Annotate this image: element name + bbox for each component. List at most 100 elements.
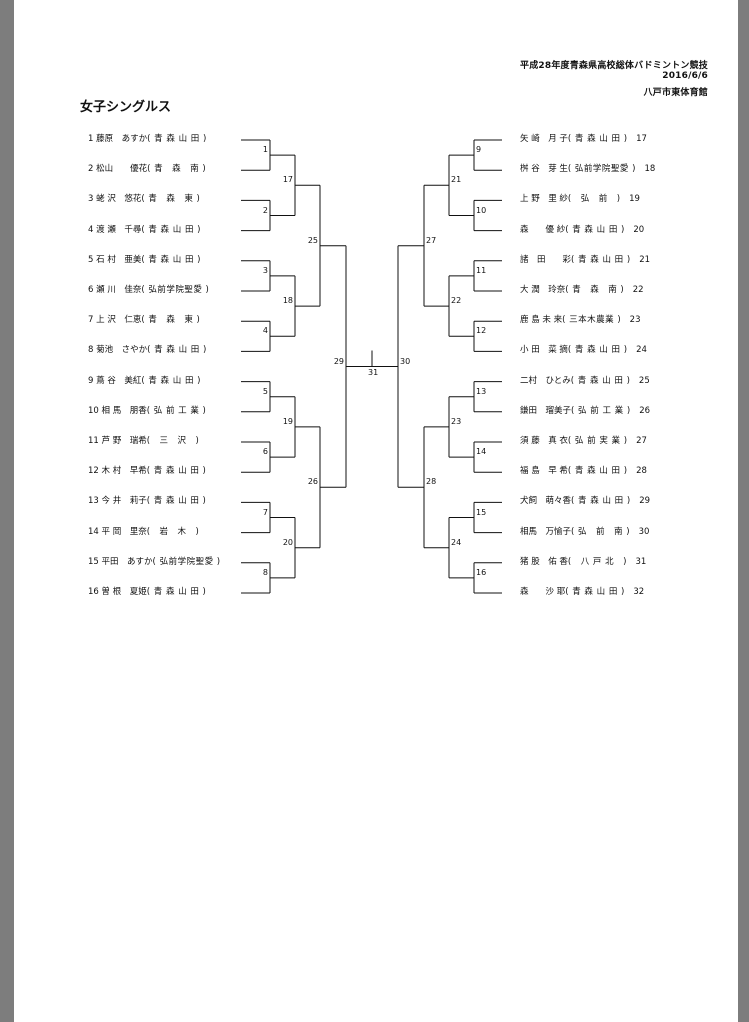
player-school: ( 青 森 山 田 )	[147, 345, 207, 356]
match-number: 27	[426, 235, 437, 245]
match-number: 2	[262, 205, 268, 215]
match-number: 6	[262, 447, 268, 457]
player-name: 小 田 菜 摘	[520, 345, 568, 356]
player-school: ( 弘 前 工 業 )	[571, 405, 631, 416]
match-number: 3	[262, 265, 268, 275]
player-seed: 12	[88, 466, 99, 477]
player-school: ( 青 森 東 )	[141, 194, 201, 205]
player-seed: 22	[632, 285, 644, 295]
player-name: 菊池 さやか	[96, 345, 148, 356]
player-left-9: 9 蔦 谷 美紅( 青 森 山 田 )	[88, 376, 201, 387]
player-name: 松山 優花	[96, 164, 148, 175]
player-school: ( 弘 前 )	[567, 194, 621, 205]
match-number: 23	[451, 416, 462, 426]
player-seed: 17	[636, 134, 647, 144]
player-seed: 1	[88, 134, 94, 144]
player-right-9: 二村 ひとみ( 青 森 山 田 ) 25	[520, 376, 650, 387]
player-school: ( 弘 前 南 )	[571, 526, 631, 537]
match-number: 15	[476, 507, 487, 517]
player-seed: 9	[88, 375, 94, 386]
match-number: 18	[282, 296, 293, 306]
player-seed: 15	[88, 556, 99, 567]
player-left-11: 11 芦 野 瑞希( 三 沢 )	[88, 436, 199, 447]
player-school: ( 青 森 南 )	[147, 164, 207, 175]
venue-name: 八戸市東体育館	[643, 88, 708, 98]
player-seed: 25	[638, 375, 650, 386]
player-name: 猪 股 佑 香	[520, 556, 568, 567]
match-number: 8	[262, 567, 268, 577]
player-name: 桝 谷 芽 生	[520, 164, 568, 175]
player-seed: 27	[636, 436, 647, 446]
match-number: 17	[282, 175, 293, 185]
bracket-sheet: 平成28年度青森県高校総体バドミントン競技 2016/6/6 八戸市東体育館 女…	[14, 0, 738, 1022]
player-left-1: 1 藤原 あすか( 青 森 山 田 )	[88, 134, 207, 145]
player-seed: 23	[629, 315, 641, 326]
player-left-3: 3 蛯 沢 悠花( 青 森 東 )	[88, 194, 200, 205]
player-name: 平田 あすか	[101, 556, 153, 567]
match-number: 20	[282, 537, 293, 547]
match-number: 28	[426, 477, 437, 487]
player-school: ( 青 森 山 田 )	[567, 345, 628, 356]
player-left-2: 2 松山 優花( 青 森 南 )	[88, 164, 206, 175]
player-name: 須 藤 真 衣	[520, 436, 568, 446]
player-name: 蔦 谷 美紅	[96, 375, 142, 386]
player-school: ( 三 沢 )	[146, 436, 200, 446]
player-name: 瀬 川 佳奈	[96, 285, 142, 295]
player-left-8: 8 菊池 さやか( 青 森 山 田 )	[88, 345, 207, 356]
player-name: 鎌田 瑠美子	[520, 405, 572, 416]
player-right-4: 森 優 紗( 青 森 山 田 ) 20	[520, 225, 644, 236]
player-seed: 31	[635, 556, 647, 567]
player-name: 大 潤 玲奈	[520, 285, 566, 295]
player-name: 犬飼 萌々香	[520, 496, 572, 507]
player-school: ( 青 森 山 田 )	[570, 375, 631, 386]
player-seed: 11	[88, 436, 99, 446]
player-school: ( 青 森 東 )	[141, 315, 201, 326]
player-name: 平 岡 里奈	[101, 526, 147, 537]
player-right-15: 猪 股 佑 香( 八 戸 北 ) 31	[520, 557, 646, 568]
player-school: ( 青 森 山 田 )	[141, 254, 201, 265]
player-seed: 8	[88, 345, 94, 356]
player-left-16: 16 曽 根 夏姫( 青 森 山 田 )	[88, 587, 206, 598]
player-name: 相馬 万愉子	[520, 526, 572, 537]
match-number: 24	[451, 537, 462, 547]
player-school: ( 八 戸 北 )	[567, 556, 627, 567]
match-number: 19	[282, 416, 293, 426]
match-number: 1	[262, 145, 268, 155]
player-school: ( 弘前学院聖愛 )	[152, 556, 221, 567]
player-seed: 28	[636, 466, 647, 477]
match-number: 21	[451, 175, 462, 185]
player-left-10: 10 相 馬 朋香( 弘 前 工 業 )	[88, 406, 206, 417]
player-left-12: 12 木 村 早希( 青 森 山 田 )	[88, 466, 206, 477]
player-school: ( 岩 木 )	[146, 526, 200, 537]
match-number: 26	[307, 477, 318, 487]
player-seed: 7	[88, 315, 94, 326]
player-name: 相 馬 朋香	[101, 405, 147, 416]
player-right-12: 福 島 早 希( 青 森 山 田 ) 28	[520, 466, 647, 477]
player-name: 森 優 紗	[520, 224, 566, 235]
player-school: ( 三本木農業 )	[562, 315, 622, 326]
player-seed: 26	[639, 405, 651, 416]
player-right-7: 鹿 島 未 来( 三本木農業 ) 23	[520, 315, 641, 326]
player-seed: 3	[88, 194, 94, 205]
player-name: 木 村 早希	[101, 466, 147, 477]
player-school: ( 青 森 山 田 )	[571, 254, 631, 265]
player-seed: 18	[644, 164, 656, 175]
player-left-6: 6 瀬 川 佳奈( 弘前学院聖愛 )	[88, 285, 209, 296]
player-school: ( 青 森 山 田 )	[141, 375, 201, 386]
player-seed: 6	[88, 285, 94, 295]
player-seed: 4	[88, 224, 94, 235]
match-number: 11	[476, 265, 487, 275]
player-school: ( 青 森 山 田 )	[567, 134, 628, 144]
match-number: 9	[476, 145, 482, 155]
match-number: 29	[333, 356, 344, 366]
match-number: 10	[476, 205, 487, 215]
match-number: 13	[476, 386, 487, 396]
player-name: 鹿 島 未 来	[520, 315, 563, 326]
player-left-4: 4 渡 瀬 千尋( 青 森 山 田 )	[88, 225, 201, 236]
match-number: 12	[476, 326, 487, 336]
player-seed: 24	[636, 345, 647, 356]
player-seed: 2	[88, 164, 94, 175]
final-match-number: 31	[368, 367, 379, 377]
event-title: 女子シングルス	[80, 100, 172, 115]
match-number: 22	[451, 296, 462, 306]
